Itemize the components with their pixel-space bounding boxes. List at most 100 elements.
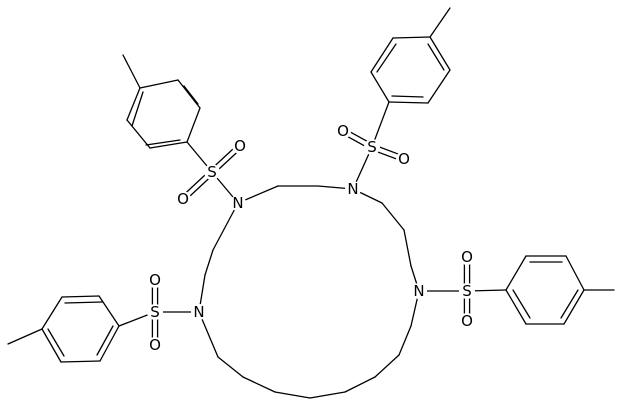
bond-11 xyxy=(309,391,346,399)
sulfur-atom-background xyxy=(204,164,220,180)
bond-35 xyxy=(392,36,431,39)
bond-28 xyxy=(183,85,199,105)
oxygen-atom: O xyxy=(459,312,475,330)
sulfur-atom: S xyxy=(459,282,475,300)
oxygen-atom-background xyxy=(459,313,475,329)
oxygen-atom-background xyxy=(396,151,412,167)
sulfur-atom-label: S xyxy=(150,303,160,321)
bond-23 xyxy=(126,87,141,121)
oxygen-atom-label: O xyxy=(149,271,161,289)
sulfur-atom: S xyxy=(364,138,380,156)
oxygen-atom: O xyxy=(459,248,475,266)
oxygen-atom: O xyxy=(147,271,163,289)
sulfur-atom-label: S xyxy=(207,163,217,181)
bond-59 xyxy=(41,296,63,330)
oxygen-atom-background xyxy=(147,272,163,288)
bond-50 xyxy=(505,289,527,325)
bond-30 xyxy=(122,54,141,89)
bond-53 xyxy=(512,289,531,319)
bond-32 xyxy=(371,101,390,148)
bond-4 xyxy=(381,202,405,231)
bond-45 xyxy=(505,255,527,291)
oxygen-atom-label: O xyxy=(177,190,189,208)
bond-14 xyxy=(217,356,244,378)
oxygen-atom: O xyxy=(175,190,191,208)
oxygen-atom-background xyxy=(175,191,191,207)
bond-13 xyxy=(242,376,276,393)
bond-26 xyxy=(186,107,201,143)
oxygen-atom-label: O xyxy=(461,312,473,330)
bond-8 xyxy=(398,325,412,356)
sulfur-atom-background xyxy=(459,283,475,299)
nitrogen-atom: N xyxy=(191,303,207,321)
bonds xyxy=(7,7,615,399)
oxygen-atom: O xyxy=(147,336,163,354)
bond-64 xyxy=(47,328,65,357)
bond-65 xyxy=(96,325,114,356)
bond-47 xyxy=(565,255,585,291)
bond-24 xyxy=(139,79,179,89)
bond-61 xyxy=(60,360,101,363)
bond-21 xyxy=(149,141,188,149)
nitrogen-atom-background xyxy=(411,283,427,299)
bond-41 xyxy=(391,95,424,98)
oxygen-atom-background xyxy=(147,337,163,353)
sulfur-atom: S xyxy=(147,303,163,321)
nitrogen-atom-background xyxy=(230,195,246,211)
nitrogen-atom: N xyxy=(230,194,246,212)
bond-38 xyxy=(388,101,429,104)
oxygen-atom: O xyxy=(335,122,351,140)
bond-66 xyxy=(7,328,43,345)
bond-36 xyxy=(429,36,451,71)
oxygen-atom-background xyxy=(335,123,351,139)
sulfur-atom-background xyxy=(147,304,163,320)
bond-22 xyxy=(126,119,151,149)
oxygen-atom-label: O xyxy=(398,150,410,168)
nitrogen-atom: N xyxy=(411,282,427,300)
bond-5 xyxy=(403,229,412,267)
bond-39 xyxy=(376,43,397,73)
nitrogen-atom-background xyxy=(191,304,207,320)
bond-33 xyxy=(370,71,390,103)
nitrogen-atom-label: N xyxy=(347,180,358,198)
nitrogen-atom: N xyxy=(345,180,361,198)
bond-62 xyxy=(99,325,120,362)
oxygen-atom-label: O xyxy=(149,336,161,354)
nitrogen-atom-label: N xyxy=(193,303,204,321)
oxygen-atom-label: O xyxy=(234,137,246,155)
sulfur-atom: S xyxy=(204,163,220,181)
bond-25 xyxy=(177,79,201,109)
bond-34 xyxy=(370,37,394,73)
oxygen-atom-label: O xyxy=(337,122,349,140)
bond-40 xyxy=(427,43,445,71)
sulfur-atom-label: S xyxy=(462,282,472,300)
bond-60 xyxy=(41,328,62,363)
oxygen-atom: O xyxy=(232,137,248,155)
bond-57 xyxy=(98,295,120,327)
bond-58 xyxy=(61,295,100,298)
nitrogen-atom-label: N xyxy=(232,194,243,212)
bond-9 xyxy=(374,354,400,378)
bond-63 xyxy=(64,301,103,304)
bond-27 xyxy=(131,91,144,127)
nitrogen-atom-background xyxy=(345,181,361,197)
bond-17 xyxy=(204,249,214,276)
bond-15 xyxy=(198,311,219,358)
bond-12 xyxy=(274,391,311,399)
nitrogen-atom-label: N xyxy=(413,282,424,300)
bond-48 xyxy=(563,289,585,325)
bond-29 xyxy=(145,139,181,146)
sulfur-atom-background xyxy=(364,139,380,155)
oxygen-atom-background xyxy=(459,249,475,265)
sulfur-atom-label: S xyxy=(367,138,377,156)
oxygen-atom: O xyxy=(396,150,412,168)
bond-37 xyxy=(427,69,451,104)
bond-42 xyxy=(429,7,451,38)
bond-10 xyxy=(344,376,376,393)
bond-52 xyxy=(560,289,579,319)
bond-18 xyxy=(212,202,239,251)
oxygen-atom-label: O xyxy=(461,248,473,266)
